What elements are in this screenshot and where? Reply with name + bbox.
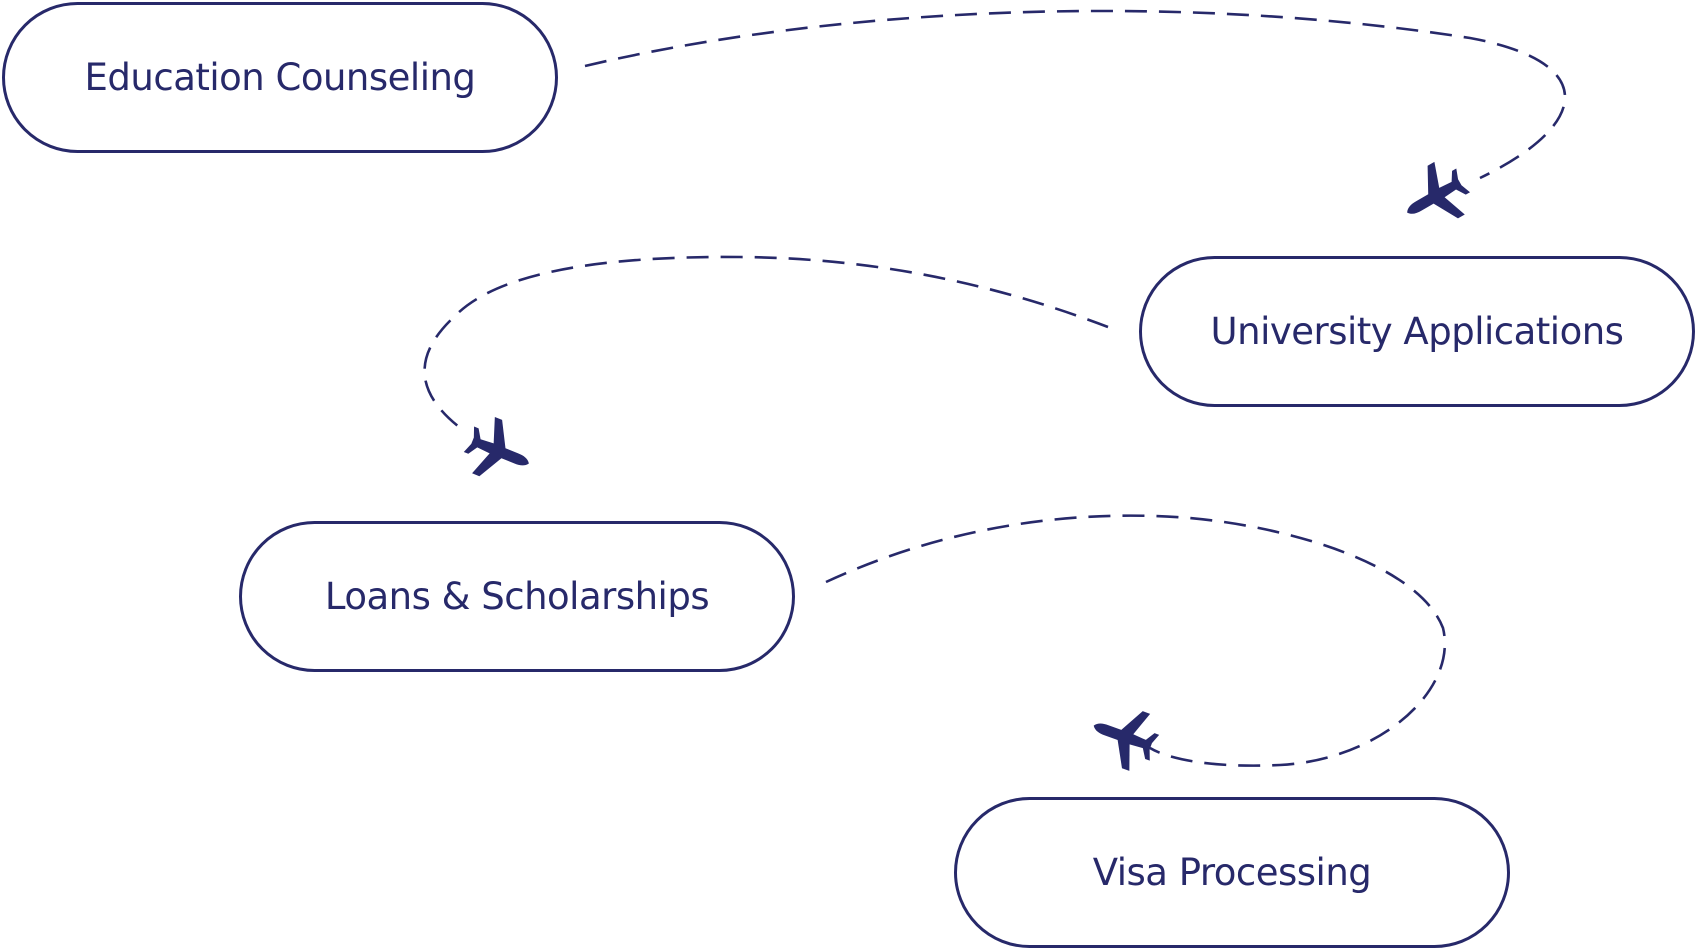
airplane-icon xyxy=(457,411,541,492)
step-label: Visa Processing xyxy=(1092,851,1372,894)
airplane-icon xyxy=(1391,154,1479,239)
airplane-icon xyxy=(1083,697,1165,777)
connector-2 xyxy=(423,255,1109,492)
step-label: University Applications xyxy=(1210,310,1624,353)
step-label: Loans & Scholarships xyxy=(324,575,710,618)
dashed-route-2 xyxy=(423,255,1109,432)
step-university-applications: University Applications xyxy=(1139,256,1695,407)
step-education-counseling: Education Counseling xyxy=(2,2,558,153)
connector-3 xyxy=(825,514,1446,777)
dashed-route-3 xyxy=(825,514,1446,767)
dashed-route-1 xyxy=(584,9,1567,180)
step-visa-processing: Visa Processing xyxy=(954,797,1510,948)
connector-1 xyxy=(584,9,1567,239)
step-label: Education Counseling xyxy=(84,56,476,99)
step-loans-scholarships: Loans & Scholarships xyxy=(239,521,795,672)
